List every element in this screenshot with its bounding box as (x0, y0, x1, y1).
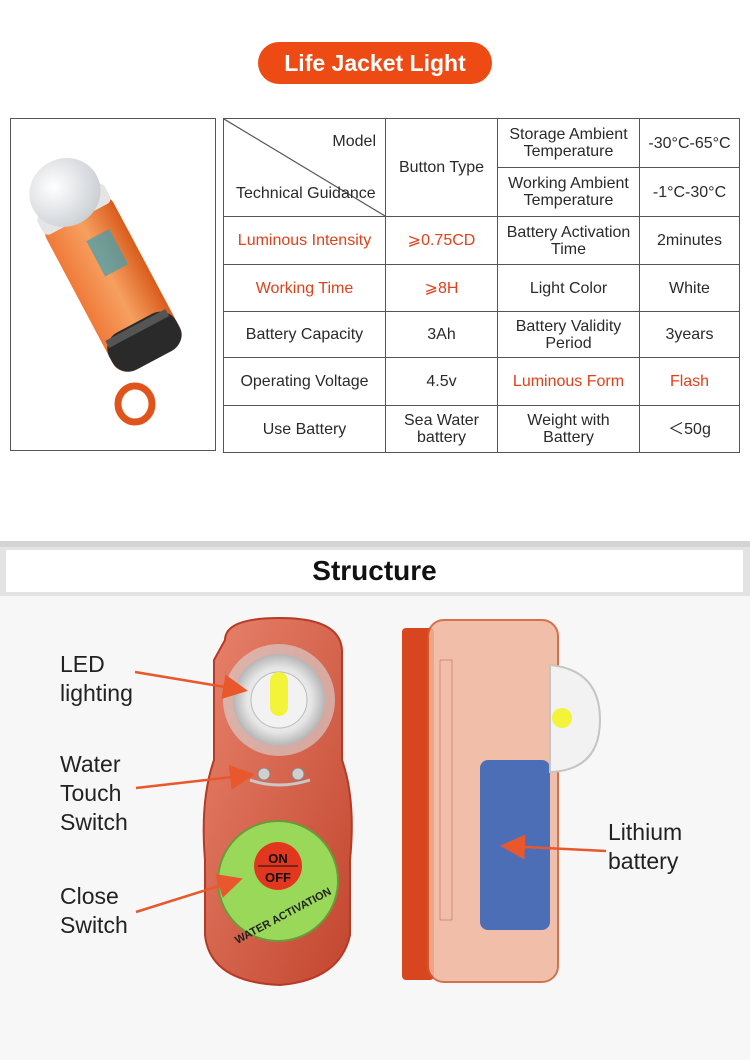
table-cell: Use Battery (223, 405, 386, 453)
table-cell: Sea Water battery (385, 405, 498, 453)
lithium-arrow (500, 834, 607, 860)
page-title: Life Jacket Light (258, 42, 492, 84)
table-cell: Battery Activation Time (497, 216, 640, 265)
table-cell: Working Time (223, 264, 386, 312)
section-divider (0, 541, 750, 547)
table-cell: Light Color (497, 264, 640, 312)
close-switch-label: Close Switch (60, 883, 128, 938)
structure-title: Structure (6, 550, 743, 592)
water-arrow (135, 764, 255, 790)
model-value: Button Type (385, 118, 498, 217)
led-arrow (134, 670, 248, 700)
table-cell: Weight with Battery (497, 405, 640, 453)
corner-model-label: Model (332, 133, 376, 150)
table-cell: Battery Capacity (223, 311, 386, 358)
table-cell: 4.5v (385, 357, 498, 406)
led-lighting-label: LED lighting (60, 651, 133, 706)
table-cell: Luminous Intensity (223, 216, 386, 265)
close-arrow (135, 874, 243, 914)
button-on-label: ON (268, 851, 288, 866)
diagonal-line (224, 119, 385, 216)
table-cell: Battery Validity Period (497, 311, 640, 358)
structure-area (0, 596, 750, 1060)
table-corner-cell: Model Technical Guidance (223, 118, 386, 217)
table-cell: -30°C-65°C (639, 118, 740, 168)
button-off-label: OFF (265, 870, 291, 885)
lithium-battery-label: Lithium battery (608, 819, 683, 874)
table-cell: 3years (639, 311, 740, 358)
table-cell: Storage Ambient Temperature (497, 118, 640, 168)
spec-table: Model Technical Guidance Button Type Sto… (223, 118, 740, 453)
table-cell: Flash (639, 357, 740, 406)
corner-guidance-label: Technical Guidance (236, 185, 376, 202)
product-photo (10, 118, 216, 451)
table-cell: ⩾0.75CD (385, 216, 498, 265)
table-cell: 3Ah (385, 311, 498, 358)
table-cell: ⩾8H (385, 264, 498, 312)
structure-illustration: ON OFF WATER ACTIVATION (134, 616, 607, 987)
device-side (402, 619, 602, 983)
table-cell: -1°C-30°C (639, 167, 740, 217)
table-cell: Working Ambient Temperature (497, 167, 640, 217)
life-jacket-light-image (29, 158, 182, 426)
table-cell: 2minutes (639, 216, 740, 265)
table-cell: Luminous Form (497, 357, 640, 406)
device-front (202, 616, 353, 987)
table-cell: Operating Voltage (223, 357, 386, 406)
table-cell: ＜50g (639, 405, 740, 453)
water-touch-switch-label: Water Touch Switch (60, 751, 128, 835)
table-cell: White (639, 264, 740, 312)
